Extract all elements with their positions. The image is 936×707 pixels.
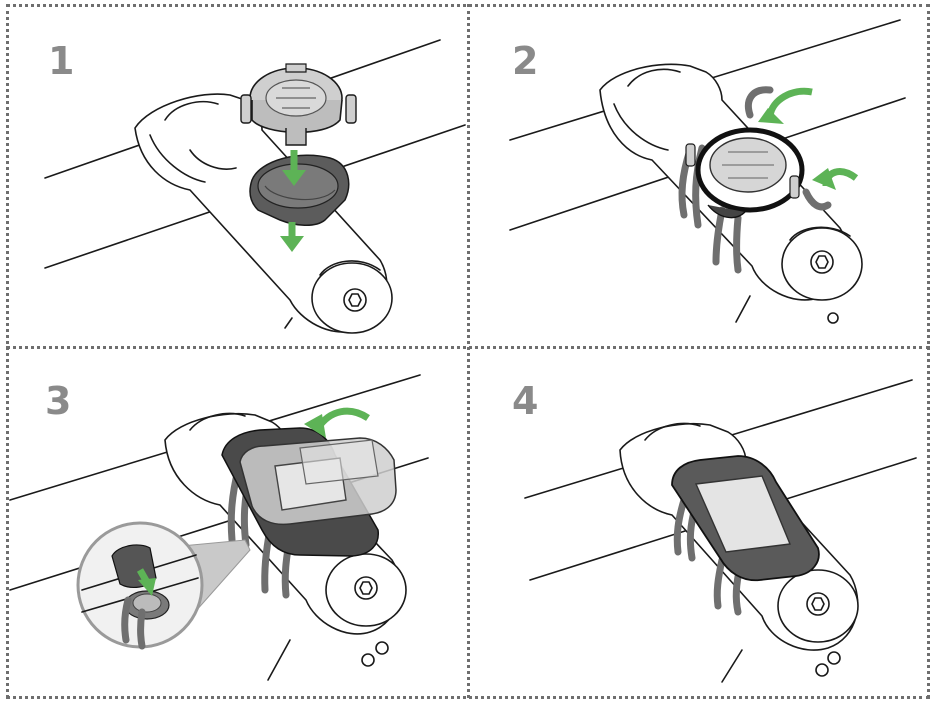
step-number-2: 2	[512, 39, 539, 83]
step-number-1: 1	[48, 39, 75, 83]
step-number-4: 4	[512, 379, 539, 423]
step-number-3: 3	[45, 379, 72, 423]
